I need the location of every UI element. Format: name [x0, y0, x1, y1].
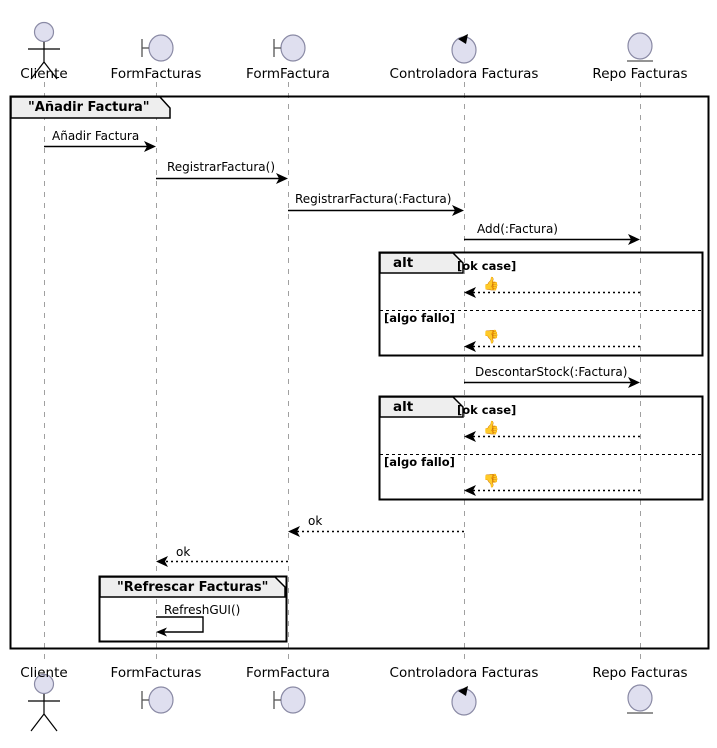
participant-icon-entity-repo-bottom	[627, 684, 653, 714]
participant-icon-entity-repo-top	[627, 32, 653, 62]
participant-label-bottom-cliente: Cliente	[20, 665, 68, 681]
message-m5	[464, 287, 640, 298]
frame-frame-refrescar-facturas	[98, 575, 288, 643]
message-label-m9: 👎	[483, 474, 500, 489]
message-label-m2: RegistrarFactura()	[167, 160, 276, 174]
message-label-m10: ok	[308, 514, 323, 528]
participant-icon-boundary-formfactura-bottom	[273, 686, 306, 714]
message-m12	[156, 616, 204, 637]
message-m6	[464, 341, 640, 352]
participant-icon-control-controladora-bottom	[451, 686, 477, 716]
fragment-guard-alt-1-0: [ok case]	[457, 259, 517, 273]
participant-label-bottom-repo: Repo Facturas	[592, 665, 688, 681]
message-m10	[288, 526, 464, 537]
fragment-guard-alt-2-1: [algo fallo]	[384, 455, 455, 469]
participant-label-formfactura: FormFactura	[246, 66, 330, 82]
participant-icon-actor-cliente-top	[28, 21, 60, 80]
message-m4	[464, 234, 640, 245]
message-label-m7: DescontarStock(:Factura)	[475, 365, 628, 379]
participant-label-repo: Repo Facturas	[592, 66, 688, 82]
participant-icon-actor-cliente-bottom	[28, 673, 60, 732]
participant-label-formfacturas: FormFacturas	[110, 66, 202, 82]
lifelines-group	[44, 82, 641, 664]
message-m1	[44, 141, 156, 152]
fragment-guard-alt-1-1: [algo fallo]	[384, 311, 455, 325]
frame-title-frame-anadir-factura: "Añadir Factura"	[28, 100, 150, 115]
fragment-alt-1	[378, 251, 704, 357]
message-label-m1: Añadir Factura	[52, 129, 140, 143]
frame-title-frame-refrescar-facturas: "Refrescar Facturas"	[117, 580, 269, 595]
message-m7	[464, 377, 640, 388]
message-m9	[464, 485, 640, 496]
fragment-alt-2	[378, 395, 704, 501]
participant-label-bottom-formfacturas: FormFacturas	[110, 665, 202, 681]
participant-label-bottom-controladora: Controladora Facturas	[389, 665, 539, 681]
message-label-m5: 👍	[483, 277, 500, 292]
message-m11	[156, 556, 288, 567]
participant-icon-boundary-formfacturas-bottom	[141, 686, 174, 714]
frames-group	[9, 95, 710, 650]
participant-heads-group	[28, 21, 653, 732]
participant-label-controladora: Controladora Facturas	[389, 66, 539, 82]
message-label-m6: 👎	[483, 330, 500, 345]
fragment-operator-alt-2: alt	[393, 399, 414, 415]
message-label-m12: RefreshGUI()	[164, 603, 241, 617]
fragment-guard-alt-2-0: [ok case]	[457, 403, 517, 417]
message-label-m3: RegistrarFactura(:Factura)	[295, 192, 452, 206]
message-m3	[288, 205, 464, 216]
participant-icon-boundary-formfactura-top	[273, 34, 306, 62]
participant-icon-control-controladora-top	[451, 34, 477, 64]
participant-label-cliente: Cliente	[20, 66, 68, 82]
message-label-m4: Add(:Factura)	[477, 222, 558, 236]
message-label-m11: ok	[176, 545, 191, 559]
frame-frame-anadir-factura	[9, 95, 710, 650]
participant-icon-boundary-formfacturas-top	[141, 34, 174, 62]
message-label-m8: 👍	[483, 421, 500, 436]
fragment-operator-alt-1: alt	[393, 255, 414, 271]
message-m8	[464, 431, 640, 442]
participant-label-bottom-formfactura: FormFactura	[246, 665, 330, 681]
messages-group	[44, 141, 640, 637]
fragments-group	[378, 251, 704, 501]
message-m2	[156, 173, 288, 184]
